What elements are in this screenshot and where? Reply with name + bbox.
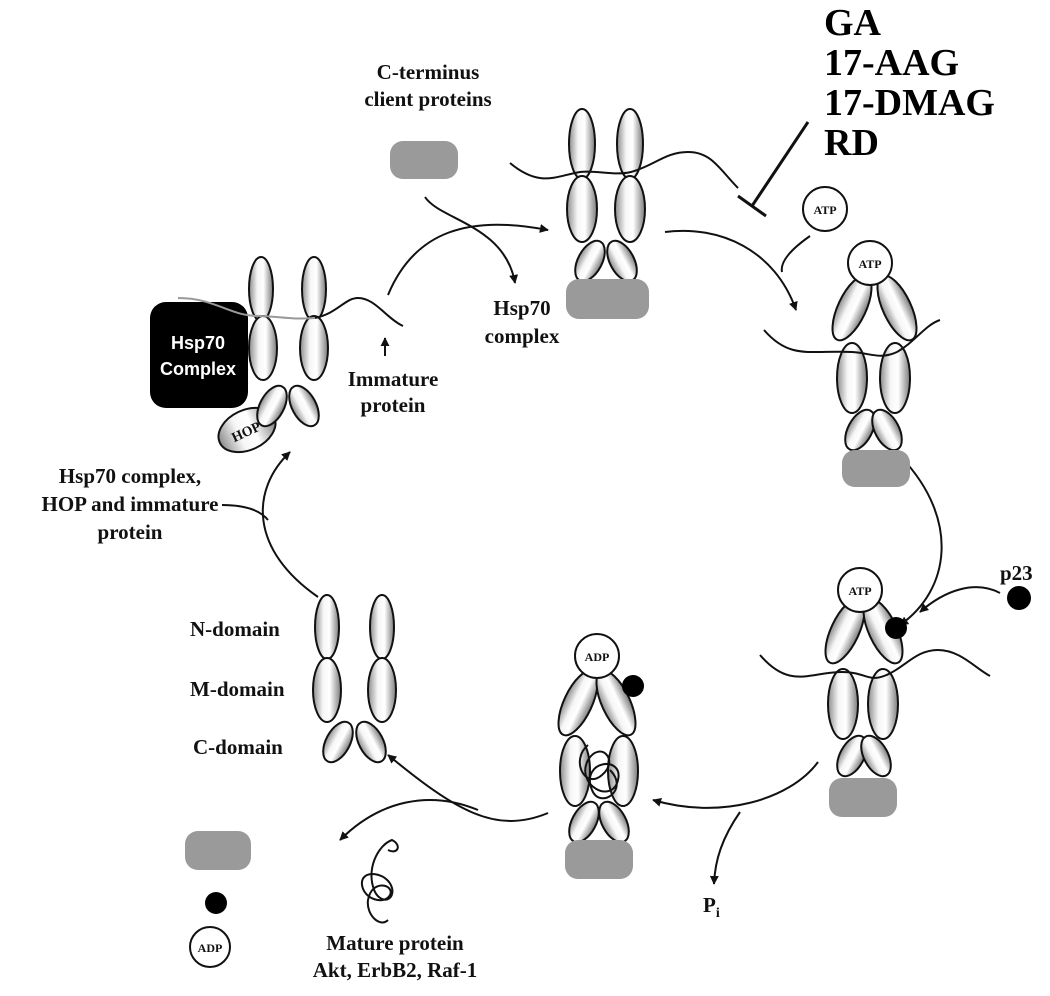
client-protein-free [390, 141, 458, 179]
immature-protein-label-line2: protein [361, 393, 426, 417]
arrow-release-mature [339, 799, 479, 841]
p23-bound-1 [885, 617, 907, 639]
immature-protein-label-line1: Immature [348, 367, 439, 391]
mature-protein-label-line2: Akt, ErbB2, Raf-1 [313, 958, 478, 982]
cycle-arrows [221, 196, 1001, 885]
arrow-release-hsp70 [424, 196, 519, 284]
arrow-pi-release [709, 811, 741, 885]
hsp90-atp-p23-complex: ATP [759, 567, 991, 817]
arrow-hydrolysis [652, 761, 819, 809]
hsp70-hop-label-line2: HOP and immature [42, 492, 219, 516]
p23-free [1007, 586, 1031, 610]
folding-client-chain [578, 744, 620, 800]
arrow-reload-input [221, 504, 269, 521]
hsp70-complex-label-line1: Hsp70 [493, 296, 550, 320]
hsp90-adp-complex: ADP [557, 633, 644, 879]
mature-protein-label-line1: Mature protein [326, 931, 464, 955]
hsp70-complex-label-line2: complex [485, 324, 560, 348]
p23-label: p23 [1000, 561, 1033, 585]
adp-released: ADP [189, 926, 231, 968]
inhibitor-ga-label: GA [824, 2, 882, 44]
hsp90-apo-dimer [312, 594, 397, 764]
hsp90-hop-hsp70-complex: HOP Hsp70 Complex [150, 256, 404, 454]
inhibitor-17dmag-label: 17-DMAG [824, 82, 995, 124]
hsp70-box-label-line1: Hsp70 [171, 333, 225, 353]
client-protein-released [185, 831, 251, 870]
inhibitor-17aag-label: 17-AAG [824, 42, 959, 84]
client-proteins-label: client proteins [364, 87, 491, 111]
hsp90-atp-complex: ATP [763, 240, 941, 487]
client-protein-bound-3 [829, 778, 897, 817]
hsp70-hop-label-line3: protein [98, 520, 163, 544]
hsp70-complex-box [150, 302, 248, 408]
adp-free-label: ADP [198, 941, 223, 955]
hsp70-hop-label-line1: Hsp70 complex, [59, 464, 201, 488]
mature-protein-coil [360, 838, 399, 924]
inhibitor-rd-label: RD [824, 122, 879, 164]
arrow-atp-in [780, 235, 811, 273]
client-protein-bound-4 [565, 840, 633, 879]
atp-bound-2-label: ATP [848, 584, 871, 598]
atp-free-label: ATP [813, 203, 836, 217]
n-domain-label: N-domain [190, 617, 280, 641]
arrow-p23-in [919, 586, 1001, 613]
p23-released [205, 892, 227, 914]
client-protein-bound-2 [842, 450, 910, 487]
arrow-release-products [387, 754, 549, 822]
client-protein-bound-1 [566, 279, 649, 319]
inhibition-line [737, 121, 810, 218]
pi-label: Pi [703, 893, 720, 921]
m-domain-label: M-domain [190, 677, 285, 701]
atp-bound-1-label: ATP [858, 257, 881, 271]
arrow-load-client [387, 223, 549, 296]
arrow-atp-binding [664, 229, 798, 311]
inhibitor-list: GA 17-AAG 17-DMAG RD [824, 2, 995, 164]
adp-bound-label: ADP [585, 650, 610, 664]
arrow-reload [261, 451, 319, 598]
c-terminus-label: C-terminus [377, 60, 480, 84]
arrow-p23-binding [899, 457, 943, 626]
hsp70-box-label-line2: Complex [160, 359, 236, 379]
hsp90-client-complex [509, 108, 739, 319]
p23-bound-2 [622, 675, 644, 697]
c-domain-label: C-domain [193, 735, 283, 759]
atp-free: ATP [802, 186, 848, 232]
